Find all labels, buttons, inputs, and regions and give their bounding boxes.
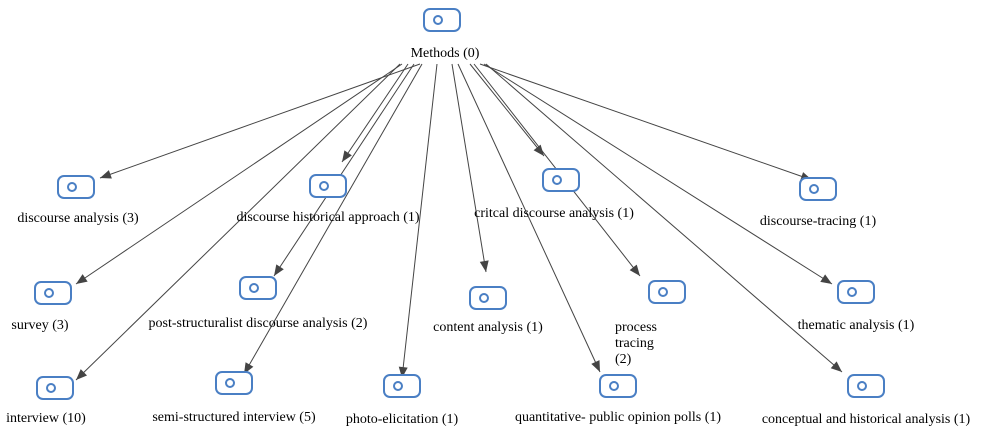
- edge-thematic-analysis: [483, 63, 833, 285]
- node-label: survey (3): [11, 318, 69, 333]
- arrowhead-content-analysis: [479, 260, 489, 272]
- code-icon[interactable]: [215, 371, 253, 395]
- node-label: critcal discourse analysis (1): [474, 206, 634, 221]
- node-discourse-historical-approach[interactable]: discourse historical approach (1): [0, 0, 420, 225]
- node-conceptual-and-historical-analysis[interactable]: conceptual and historical analysis (1): [0, 0, 970, 427]
- edge-discourse-historical-approach: [341, 63, 409, 163]
- code-icon[interactable]: [34, 281, 72, 305]
- arrowhead-discourse-historical-approach: [342, 150, 352, 162]
- code-icon[interactable]: [423, 8, 461, 32]
- node-label: quantitative- public opinion polls (1): [514, 410, 722, 425]
- edge-discourse-tracing: [479, 63, 813, 181]
- arrowhead-quantitative-public-opinion-polls: [591, 360, 600, 372]
- edge-post-structuralist-discourse-analysis: [273, 63, 415, 277]
- node-label: interview (10): [6, 411, 86, 426]
- node-discourse-tracing[interactable]: discourse-tracing (1): [0, 0, 876, 229]
- edge-photo-elicitation: [401, 63, 438, 379]
- node-label: content analysis (1): [433, 320, 543, 335]
- node-interview[interactable]: interview (10): [0, 0, 86, 426]
- arrowhead-photo-elicitation: [398, 366, 408, 378]
- edge-interview: [75, 63, 401, 381]
- edge-quantitative-public-opinion-polls: [457, 63, 601, 373]
- code-icon[interactable]: [383, 374, 421, 398]
- edge-critcal-discourse-analysis: [469, 63, 545, 157]
- code-icon[interactable]: [309, 174, 347, 198]
- arrowhead-discourse-analysis: [100, 170, 112, 179]
- node-label: discourse analysis (3): [17, 211, 139, 226]
- code-icon[interactable]: [239, 276, 277, 300]
- arrowhead-thematic-analysis: [820, 274, 832, 284]
- code-icon[interactable]: [837, 280, 875, 304]
- arrowhead-process-tracing: [629, 264, 640, 276]
- node-label: process tracing (2): [615, 320, 657, 367]
- edge-content-analysis: [451, 63, 487, 273]
- node-critcal-discourse-analysis[interactable]: critcal discourse analysis (1): [0, 0, 634, 221]
- arrowhead-post-structuralist-discourse-analysis: [274, 264, 284, 276]
- node-label: post-structuralist discourse analysis (2…: [148, 316, 368, 331]
- edge-conceptual-and-historical-analysis: [485, 63, 843, 373]
- node-label: semi-structured interview (5): [152, 410, 316, 425]
- arrowhead-critcal-discourse-analysis: [533, 144, 544, 156]
- code-icon[interactable]: [847, 374, 885, 398]
- node-semi-structured-interview[interactable]: semi-structured interview (5): [0, 0, 316, 425]
- node-survey[interactable]: survey (3): [0, 0, 72, 333]
- node-discourse-analysis[interactable]: discourse analysis (3): [0, 0, 139, 226]
- code-icon[interactable]: [57, 175, 95, 199]
- edge-survey: [75, 63, 403, 285]
- node-label: thematic analysis (1): [797, 318, 915, 333]
- node-post-structuralist-discourse-analysis[interactable]: post-structuralist discourse analysis (2…: [0, 0, 367, 331]
- node-label: discourse-tracing (1): [759, 214, 877, 229]
- arrowhead-conceptual-and-historical-analysis: [830, 361, 842, 372]
- arrowhead-survey: [76, 274, 88, 284]
- code-icon[interactable]: [599, 374, 637, 398]
- code-icon[interactable]: [799, 177, 837, 201]
- node-label: discourse historical approach (1): [236, 210, 420, 225]
- node-label: conceptual and historical analysis (1): [761, 412, 971, 427]
- code-icon[interactable]: [36, 376, 74, 400]
- node-photo-elicitation[interactable]: photo-elicitation (1): [0, 0, 458, 427]
- node-process-tracing[interactable]: process tracing (2): [0, 0, 686, 367]
- code-icon[interactable]: [542, 168, 580, 192]
- node-methods[interactable]: Methods (0): [0, 0, 479, 61]
- edge-discourse-analysis: [99, 63, 421, 179]
- node-label: Methods (0): [410, 46, 480, 61]
- code-icon[interactable]: [469, 286, 507, 310]
- node-label: photo-elicitation (1): [345, 412, 459, 427]
- code-icon[interactable]: [648, 280, 686, 304]
- node-quantitative-public-opinion-polls[interactable]: quantitative- public opinion polls (1): [0, 0, 721, 425]
- edge-semi-structured-interview: [243, 63, 423, 375]
- node-content-analysis[interactable]: content analysis (1): [0, 0, 543, 335]
- arrowhead-interview: [76, 369, 88, 380]
- node-thematic-analysis[interactable]: thematic analysis (1): [0, 0, 914, 333]
